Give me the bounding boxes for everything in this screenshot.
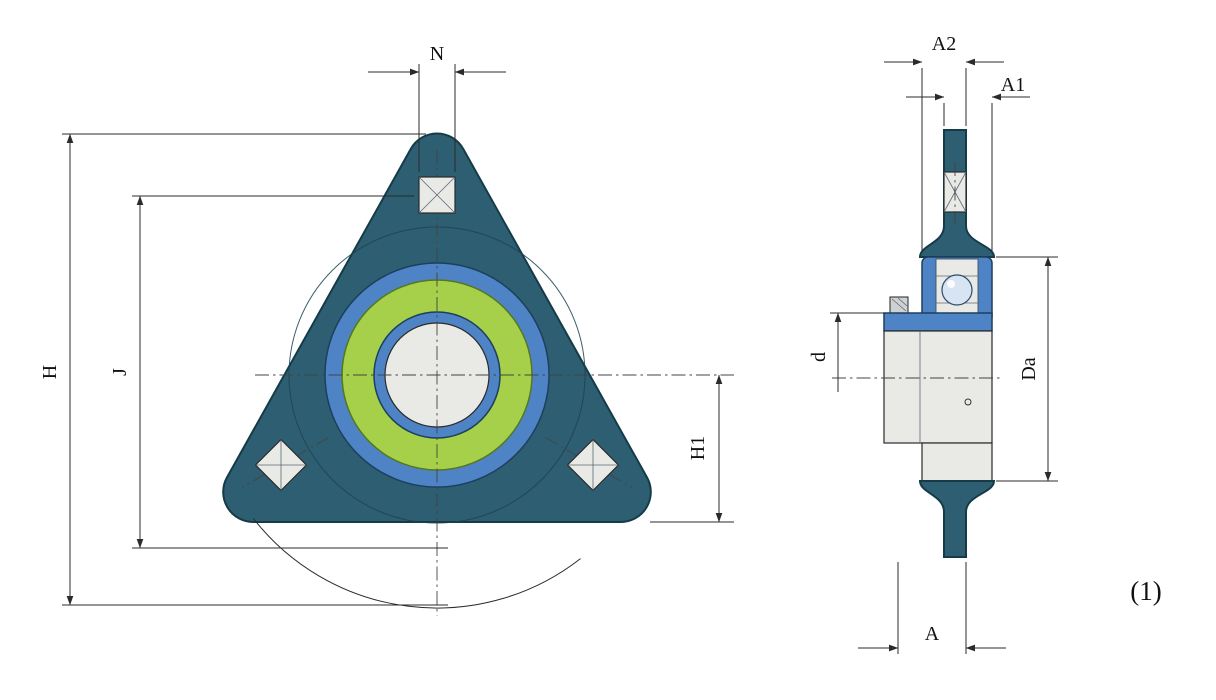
dimension-H: H [39,133,448,606]
dimension-A: A [858,562,1006,654]
set-screw-hatch [891,298,907,312]
bolt-hole-cross-line [418,176,456,214]
dim-label-A2: A2 [932,33,956,55]
dimension-H1: H1 [650,374,734,523]
front-view: N H J H1 [39,43,734,616]
collar-block [883,330,993,444]
bolt-hole-bottom-left [254,438,308,492]
side-view: A2 A1 d Da A [808,33,1058,654]
dim-label-d: d [808,352,830,362]
dim-label-H: H [39,365,61,379]
ball [941,274,973,306]
inner-ring-lower-block [921,442,993,482]
bolt-hole-cross-line [592,439,594,491]
flange-bolt-hole-section [943,162,967,224]
dimension-J: J [109,195,448,549]
dimension-Da: Da [996,256,1058,482]
bearing-section [921,256,993,324]
flange-plate-bottom [918,480,996,558]
set-screw [889,296,909,314]
dim-label-N: N [430,43,444,65]
ball-highlight [947,280,955,288]
dimension-d: d [808,312,886,392]
bolt-hole-bottom-right [566,438,620,492]
set-screw-hatch [897,297,908,307]
dim-label-Da: Da [1018,357,1040,380]
dimension-N: N [368,43,506,172]
dim-label-A: A [925,623,940,645]
swing-arc [253,518,581,609]
dim-label-A1: A1 [1001,74,1025,96]
bolt-hole-cross-line [255,464,307,466]
dimension-A1: A1 [906,74,1030,252]
dim-label-H1: H1 [687,436,709,460]
lubrication-hole [964,398,972,406]
bolt-hole-top [418,176,456,214]
inner-ring-body [883,330,993,482]
dim-label-J: J [109,368,131,376]
inner-ring-collar-band [883,312,993,332]
figure-number: (1) [1130,576,1161,606]
dimension-A2: A2 [884,33,1004,252]
